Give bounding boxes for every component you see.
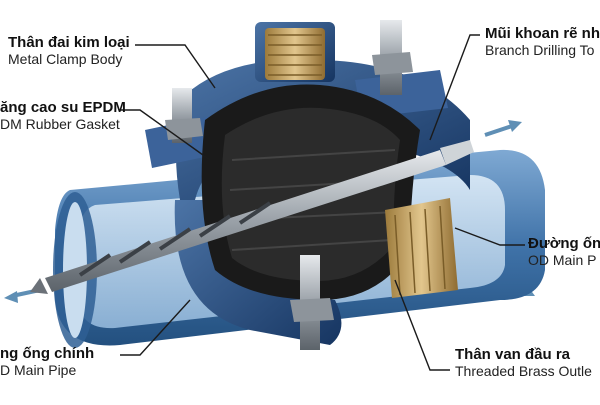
label-vi: Đường ống xyxy=(528,235,600,252)
bolt-icon xyxy=(290,255,334,350)
label-en: Threaded Brass Outle xyxy=(455,363,592,380)
label-en: Metal Clamp Body xyxy=(8,51,123,68)
label-epdm-rubber-gasket: ăng cao su EPDM DM Rubber Gasket xyxy=(0,99,126,132)
label-en: OD Main P xyxy=(528,252,597,269)
threaded-brass-outlet xyxy=(255,22,458,298)
label-threaded-brass-outlet: Thân van đầu ra Threaded Brass Outle xyxy=(455,346,592,379)
label-vi: Mũi khoan rẽ nha xyxy=(485,25,600,42)
label-branch-drilling-tool: Mũi khoan rẽ nha Branch Drilling To xyxy=(485,25,600,58)
leader-lines xyxy=(120,34,525,371)
bolt-icon xyxy=(372,20,413,95)
label-vi: Thân van đầu ra xyxy=(455,346,571,363)
label-metal-clamp-body: Thân đai kim loại Metal Clamp Body xyxy=(8,34,130,67)
drill-bit-icon xyxy=(30,140,474,294)
label-en: D Main Pipe xyxy=(0,362,77,379)
label-en: DM Rubber Gasket xyxy=(0,116,120,133)
flow-arrow-icon xyxy=(484,120,522,137)
label-vi: ng ống chính xyxy=(0,345,95,362)
label-vi: ăng cao su EPDM xyxy=(0,99,126,116)
bolt-icon xyxy=(165,88,203,143)
label-vi: Thân đai kim loại xyxy=(8,34,130,51)
label-en: Branch Drilling To xyxy=(485,42,595,59)
label-od-main-pipe-right: Đường ống OD Main P xyxy=(528,235,600,268)
label-main-pipe-left: ng ống chính D Main Pipe xyxy=(0,345,94,378)
